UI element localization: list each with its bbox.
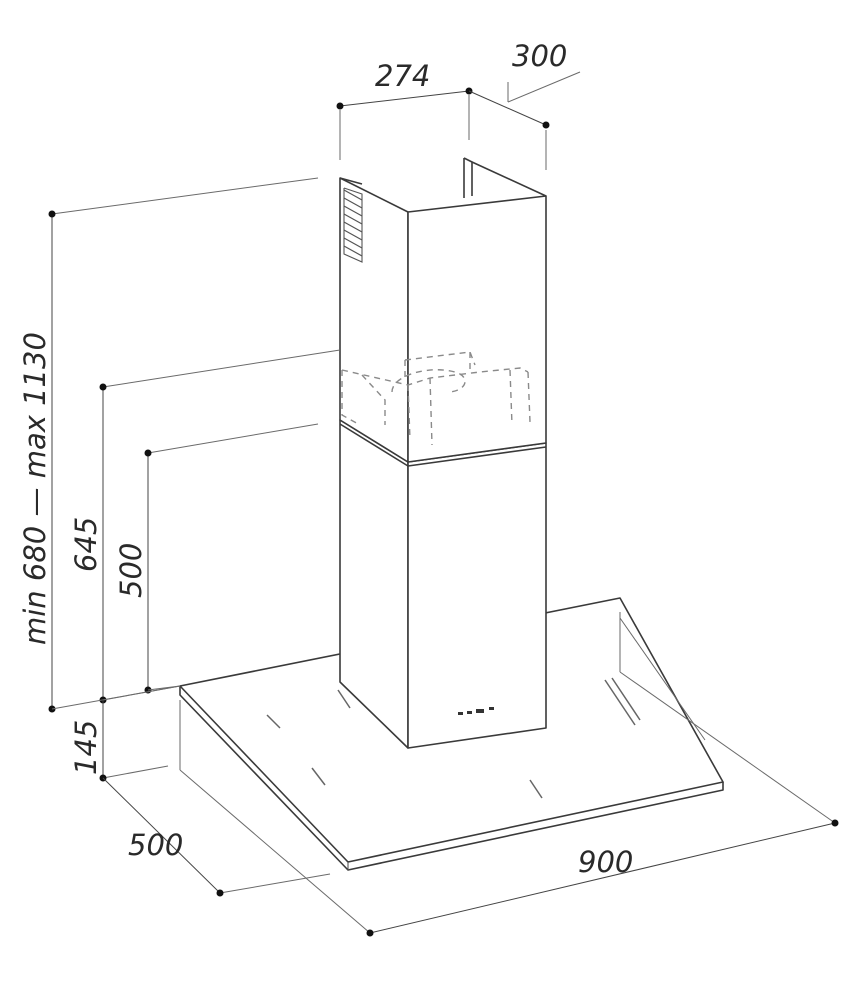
glass-reflections bbox=[266, 677, 641, 799]
chimney bbox=[339, 157, 547, 749]
dim-label-lower-height: 645 bbox=[69, 517, 103, 572]
vent-grille bbox=[343, 187, 363, 263]
dim-label-total-height: min 680 — max 1130 bbox=[18, 332, 52, 645]
dim-label-canopy-width: 900 bbox=[578, 845, 633, 879]
control-button-3 bbox=[476, 709, 484, 713]
control-button-4 bbox=[489, 707, 494, 710]
dim-canopy-height: 145 bbox=[69, 700, 169, 782]
dim-lower-height: 645 bbox=[69, 349, 341, 704]
dim-label-canopy-depth: 500 bbox=[128, 828, 183, 862]
upper-chimney-top-back bbox=[339, 177, 363, 185]
control-button-1 bbox=[458, 712, 463, 715]
dim-canopy-to-joint: 500 bbox=[114, 423, 319, 694]
dim-chimney-depth: 300 bbox=[468, 39, 581, 170]
dim-label-canopy-height: 145 bbox=[69, 720, 103, 775]
dim-total-height: min 680 — max 1130 bbox=[18, 177, 319, 713]
control-button-2 bbox=[467, 711, 472, 714]
dim-chimney-width: 274 bbox=[336, 59, 473, 160]
dim-canopy-top-refs bbox=[51, 685, 181, 710]
dim-label-canopy-to-joint: 500 bbox=[114, 543, 148, 598]
control-panel bbox=[458, 707, 494, 715]
dim-label-chimney-width: 274 bbox=[375, 59, 430, 93]
dim-canopy-width: 900 bbox=[179, 671, 839, 937]
upper-chimney-left-face bbox=[339, 177, 409, 463]
lower-chimney-front-face bbox=[407, 442, 547, 749]
dim-label-chimney-depth: 300 bbox=[512, 39, 567, 73]
hidden-bracket bbox=[341, 351, 531, 446]
upper-chimney-front-face bbox=[407, 195, 547, 463]
dim-canopy-depth: 500 bbox=[102, 777, 331, 897]
